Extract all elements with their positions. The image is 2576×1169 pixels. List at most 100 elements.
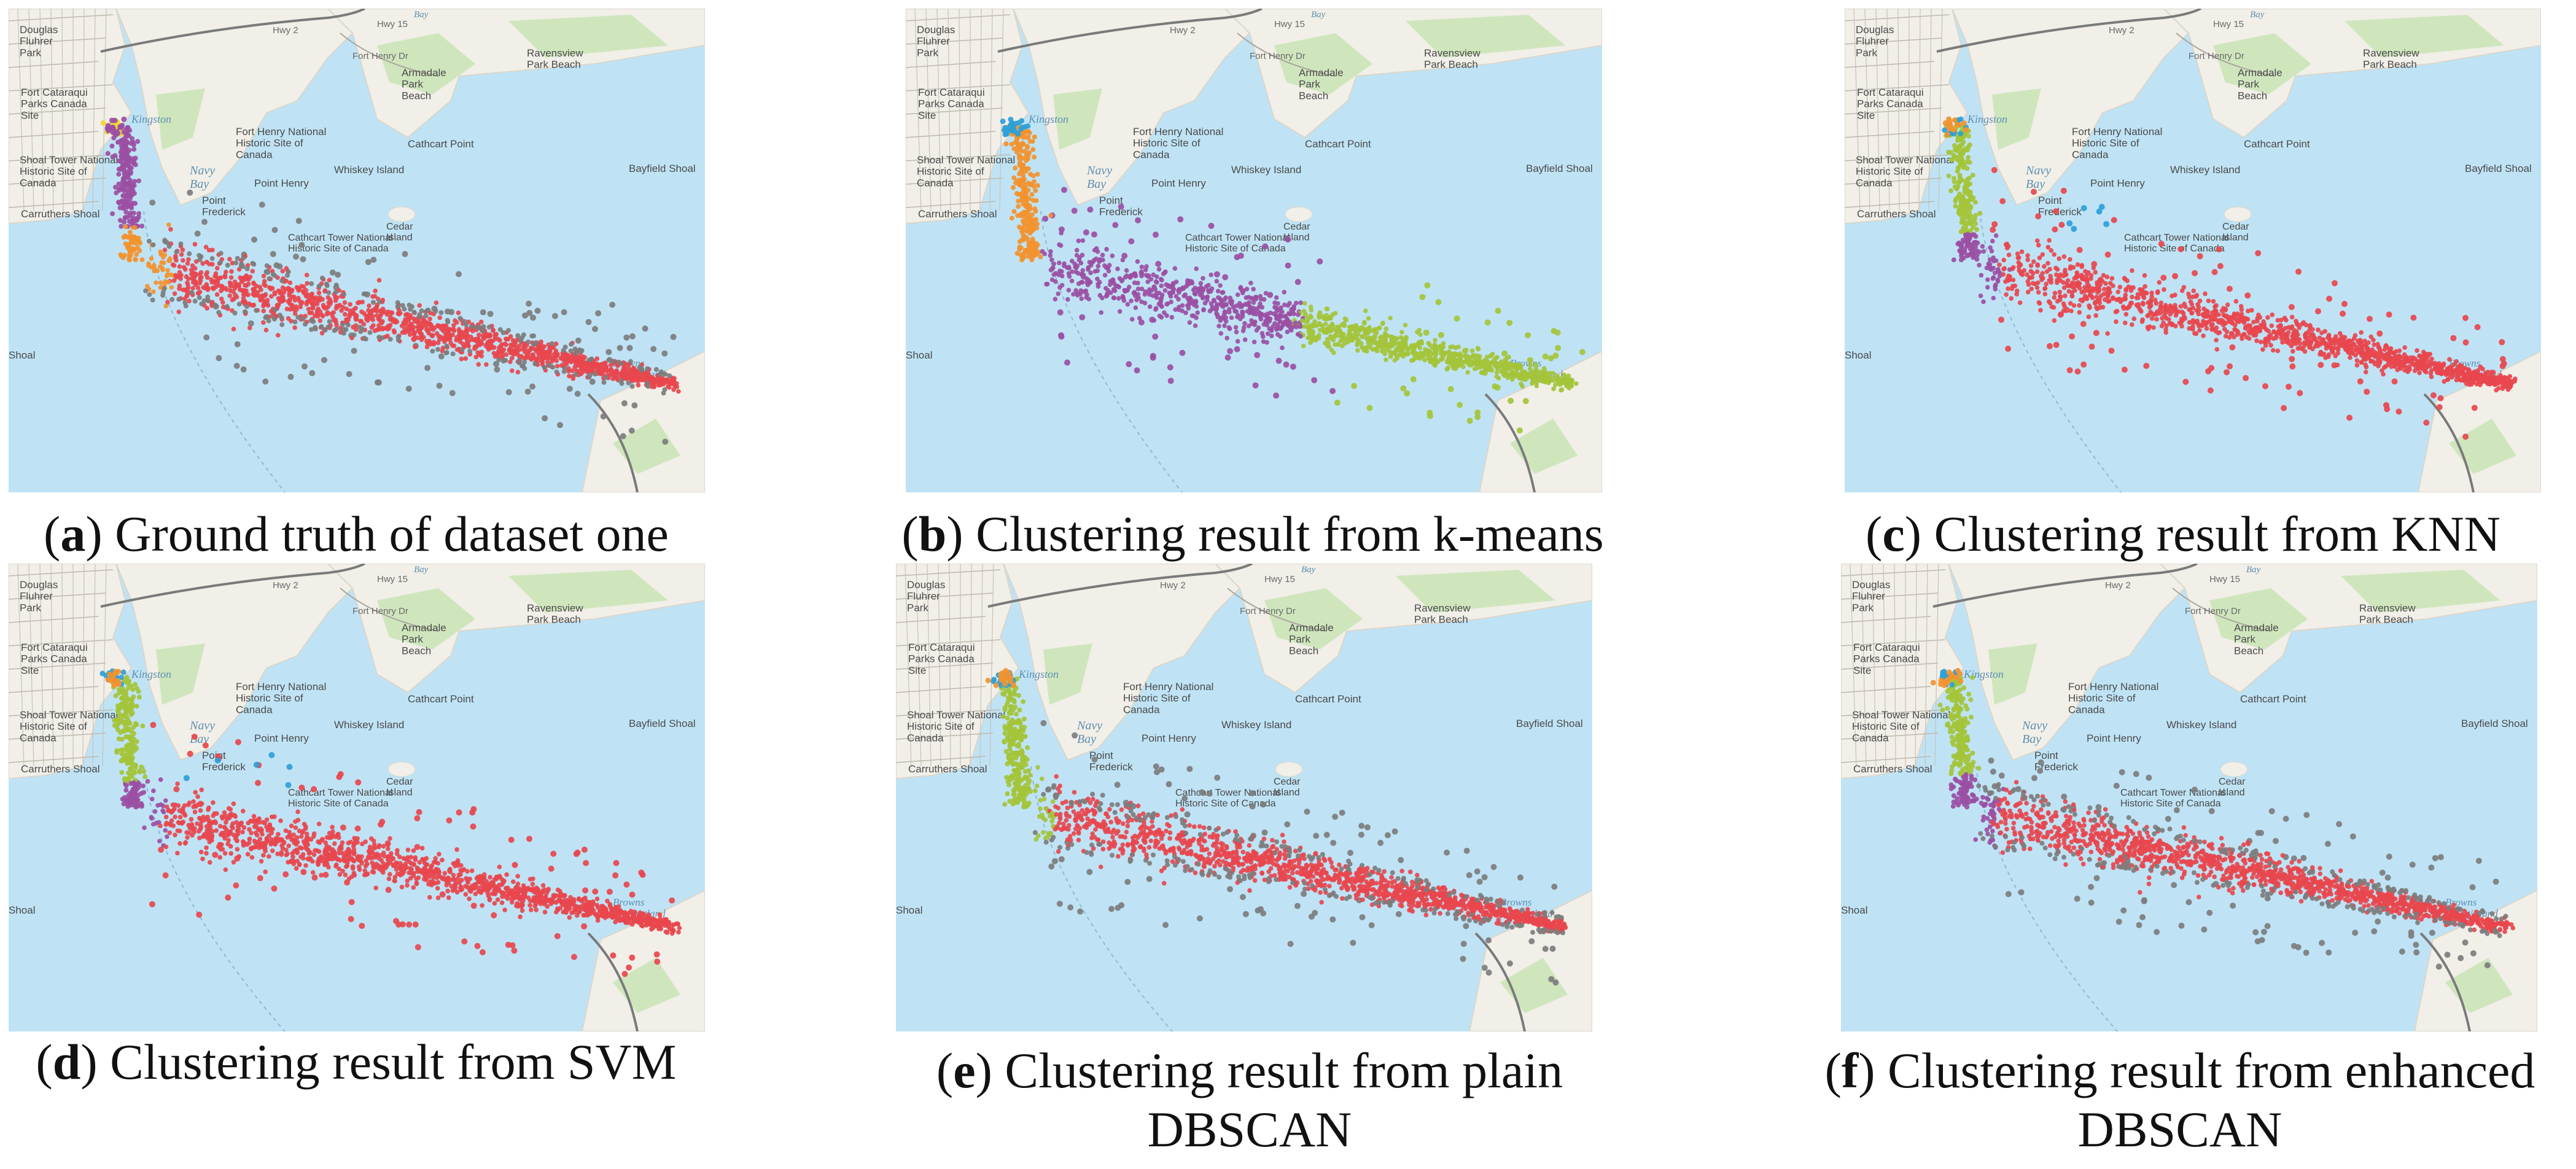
vessel-point — [1050, 266, 1055, 271]
vessel-point — [1200, 295, 1205, 301]
label-fort-henry: Historic Site of — [236, 138, 303, 149]
vessel-point — [139, 257, 145, 263]
vessel-point — [500, 330, 506, 335]
vessel-point — [185, 292, 190, 298]
vessel-point — [145, 284, 150, 289]
vessel-point — [438, 310, 444, 316]
vessel-point — [2224, 369, 2230, 376]
vessel-point — [1168, 293, 1173, 299]
vessel-point — [244, 304, 249, 309]
vessel-point — [177, 283, 182, 289]
vessel-point — [181, 258, 185, 263]
vessel-point — [132, 179, 138, 184]
vessel-point — [1261, 339, 1266, 344]
vessel-point — [1234, 254, 1240, 260]
vessel-point — [1247, 300, 1251, 305]
vessel-point — [311, 303, 316, 308]
vessel-point — [1482, 361, 1487, 366]
vessel-point — [474, 324, 480, 330]
vessel-point — [2254, 338, 2259, 343]
label-armadale-park: Beach — [402, 90, 431, 101]
vessel-point — [162, 252, 168, 258]
vessel-point — [2005, 346, 2012, 352]
vessel-point — [2158, 300, 2164, 306]
label-armadale-park: Armadale — [2238, 67, 2282, 79]
vessel-point — [553, 341, 559, 346]
vessel-point — [2108, 348, 2115, 354]
vessel-point — [1097, 259, 1102, 265]
vessel-point — [1966, 155, 1971, 160]
vessel-point — [317, 295, 322, 300]
vessel-point — [502, 341, 508, 346]
vessel-point — [617, 371, 623, 376]
vessel-point — [363, 336, 368, 342]
vessel-point — [2121, 367, 2128, 373]
vessel-point — [1967, 181, 1973, 187]
vessel-point — [631, 402, 638, 409]
vessel-point — [348, 301, 352, 307]
vessel-point — [574, 363, 580, 368]
vessel-point — [117, 188, 122, 193]
vessel-point — [2006, 286, 2010, 292]
street-line — [906, 14, 1011, 21]
vessel-point — [1346, 333, 1351, 338]
vessel-point — [333, 298, 338, 303]
vessel-point — [1383, 357, 1388, 362]
vessel-point — [287, 287, 292, 292]
vessel-point — [126, 254, 132, 259]
vessel-point — [623, 334, 630, 341]
vessel-point — [203, 334, 210, 341]
vessel-point — [2271, 348, 2276, 353]
vessel-point — [1110, 253, 1115, 258]
vessel-point — [1958, 229, 1964, 235]
vessel-point — [1967, 192, 1973, 197]
vessel-point — [353, 306, 358, 311]
vessel-point — [373, 289, 378, 293]
street-line — [92, 9, 96, 212]
vessel-point — [1095, 268, 1100, 273]
vessel-point — [510, 342, 515, 348]
vessel-point — [2035, 213, 2042, 220]
vessel-point — [263, 269, 269, 274]
vessel-point — [2091, 265, 2096, 271]
label-navy-bay: Bay — [1087, 177, 1106, 191]
vessel-point — [1133, 293, 1138, 298]
label-fort-henry: Historic Site of — [2072, 138, 2139, 149]
vessel-point — [547, 362, 552, 368]
vessel-point — [1162, 270, 1167, 275]
vessel-point — [2123, 320, 2128, 325]
vessel-point — [1057, 309, 1064, 316]
vessel-point — [1220, 290, 1225, 295]
street-line — [1853, 9, 1861, 212]
label-point-frederick: Frederick — [202, 206, 246, 218]
label-douglas-fluhrer-park: Douglas — [1856, 24, 1894, 36]
vessel-point — [1506, 354, 1511, 360]
vessel-point — [325, 310, 330, 315]
vessel-point — [667, 385, 672, 390]
label-shoal-tower: Historic Site of — [1856, 166, 1923, 177]
vessel-point — [1295, 332, 1301, 337]
vessel-point — [1205, 298, 1210, 303]
vessel-point — [1030, 239, 1036, 244]
vessel-point — [1366, 316, 1371, 321]
vessel-point — [1438, 343, 1443, 349]
vessel-point — [1396, 341, 1401, 346]
vessel-point — [2359, 330, 2364, 335]
highway-road — [1484, 393, 1536, 492]
vessel-point — [1209, 286, 1215, 292]
vessel-point — [1426, 341, 1431, 346]
vessel-point — [300, 316, 306, 322]
vessel-point — [1267, 319, 1272, 324]
vessel-point — [1053, 297, 1058, 302]
vessel-point — [1121, 295, 1126, 300]
vessel-point — [1333, 342, 1337, 347]
label-hwy-15: Hwy 15 — [377, 19, 408, 29]
vessel-point — [551, 313, 558, 319]
label-armadale-park: Park — [1299, 79, 1320, 90]
vessel-point — [618, 378, 624, 384]
vessel-point — [1504, 367, 1510, 372]
vessel-point — [2275, 348, 2281, 354]
vessel-point — [356, 300, 360, 306]
vessel-point — [1324, 306, 1329, 311]
label-douglas-fluhrer-park: Park — [917, 47, 938, 58]
